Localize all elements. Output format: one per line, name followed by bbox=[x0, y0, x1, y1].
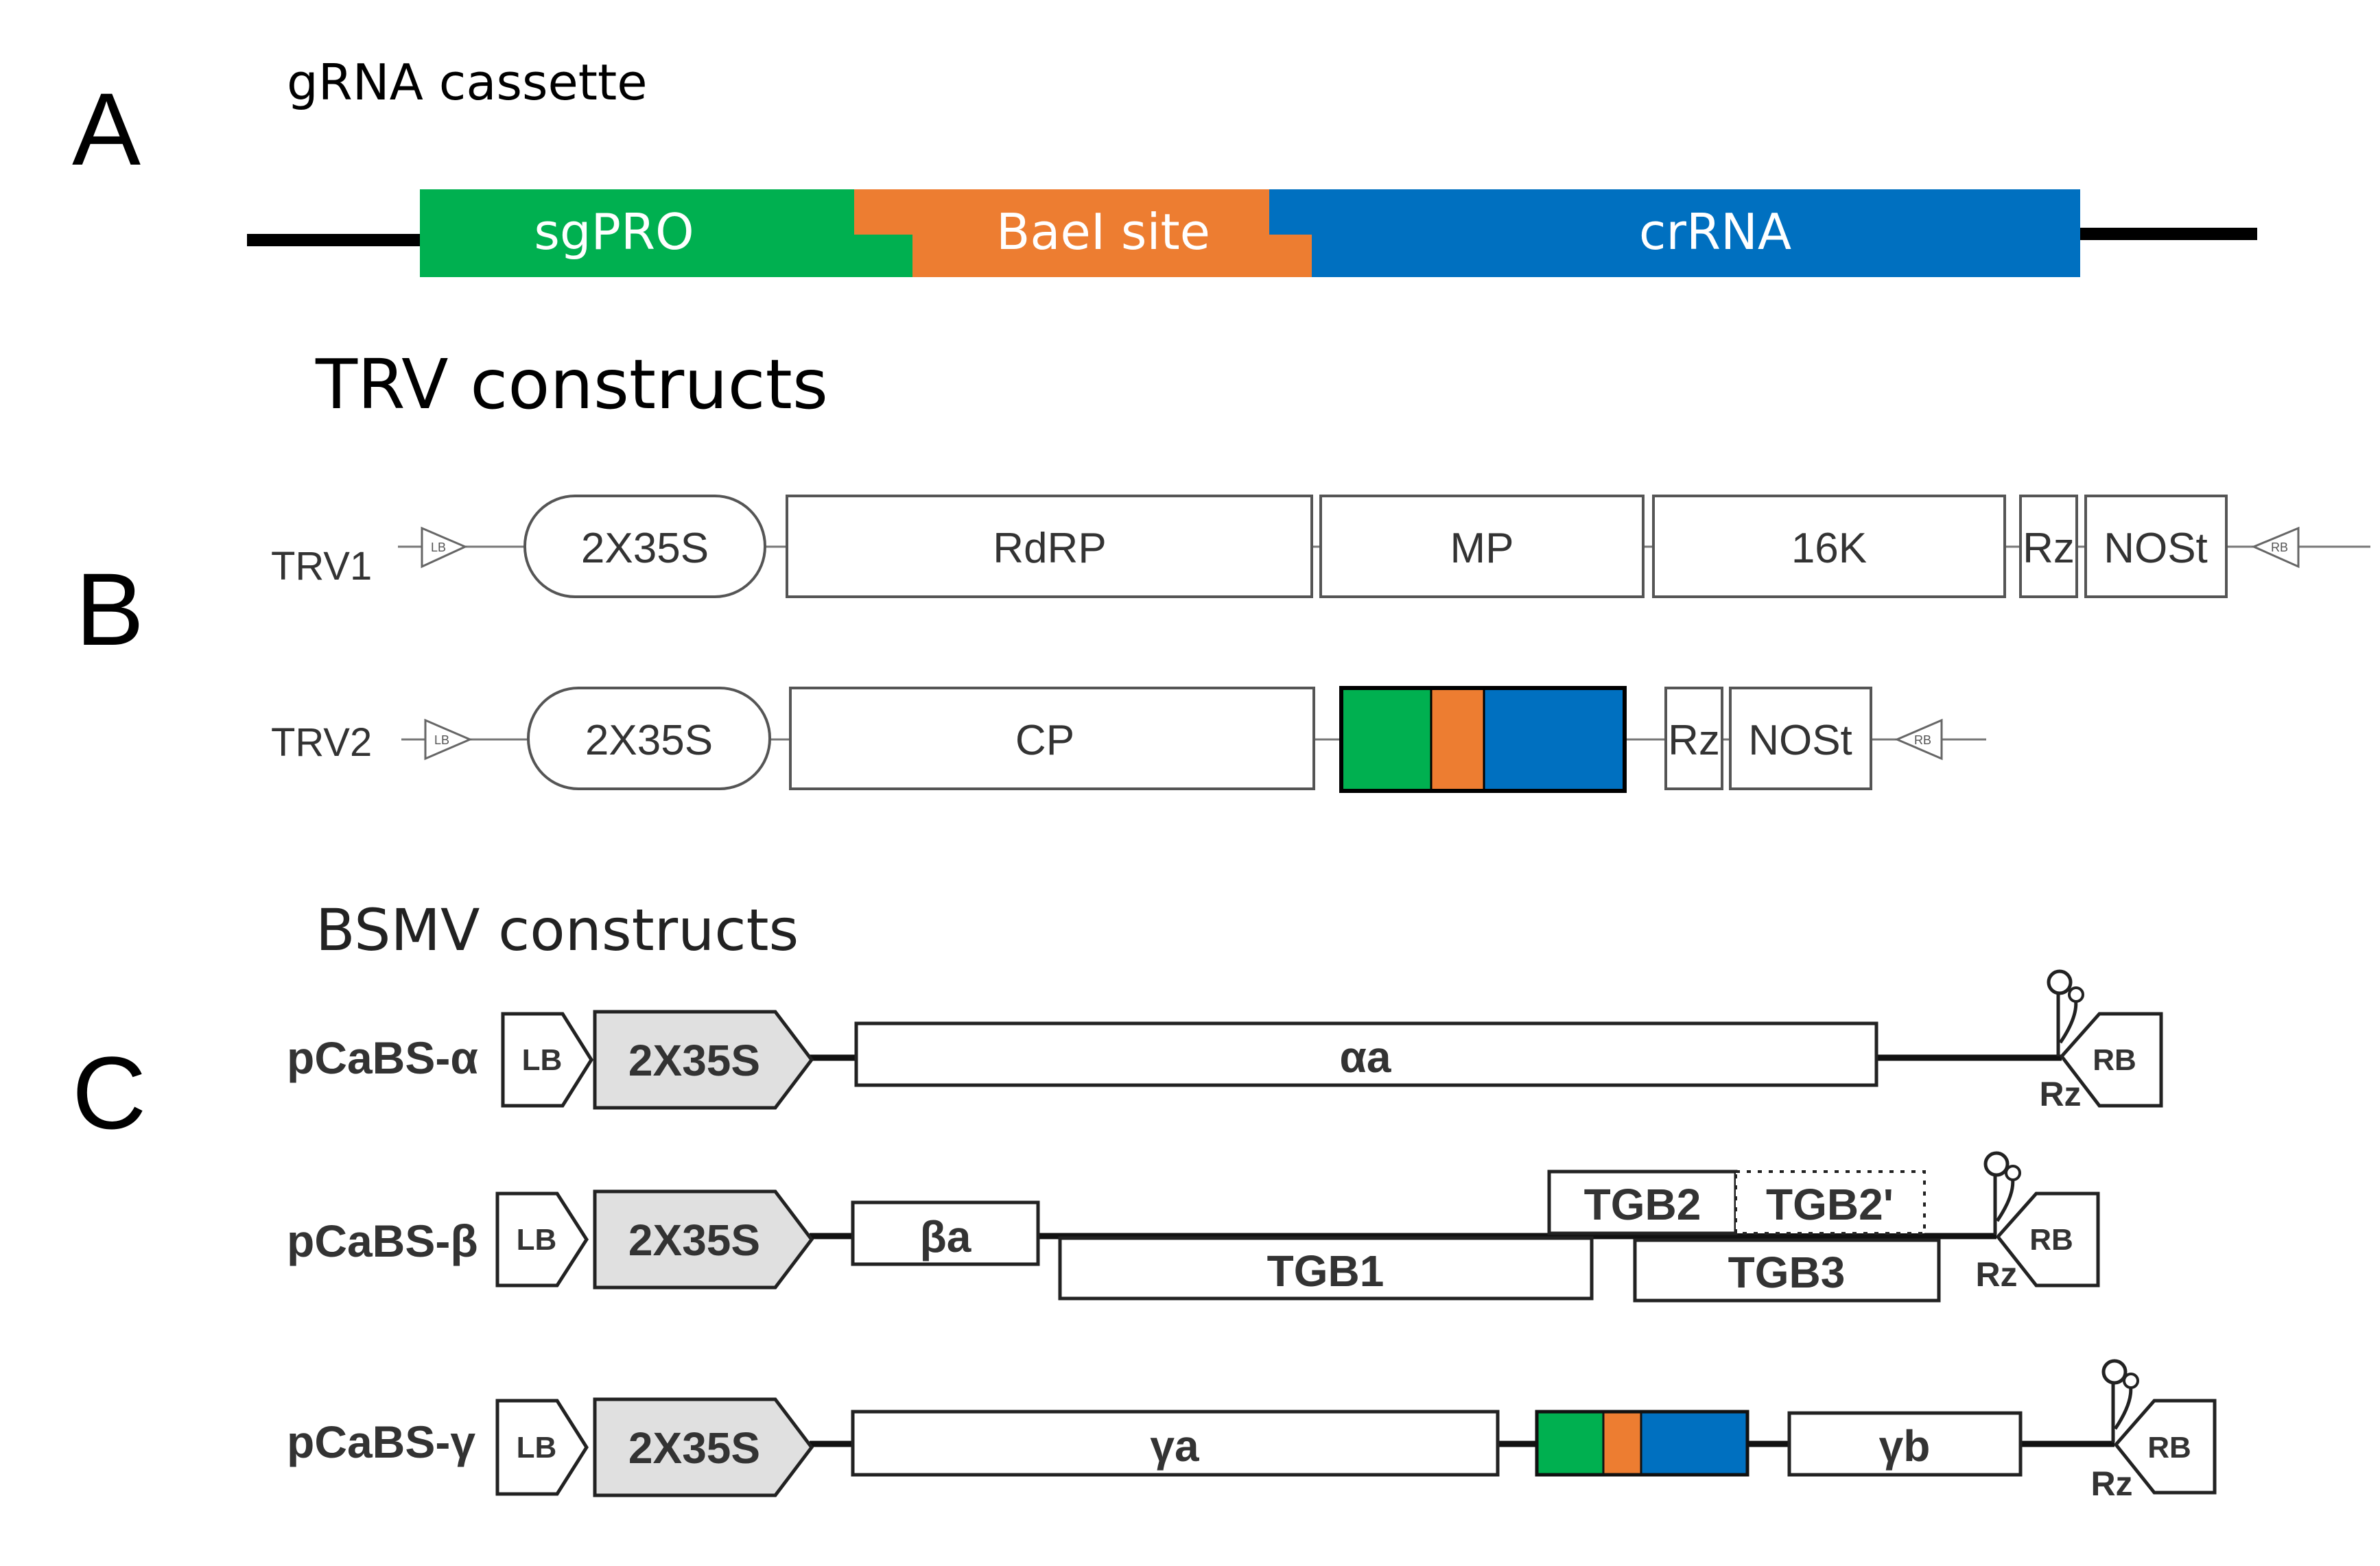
beta-rb-box bbox=[1995, 1191, 2100, 1288]
grna-cassette-diagram: sgPRO BaeI site crRNA bbox=[247, 189, 2257, 277]
gamma-rb-box bbox=[2113, 1399, 2217, 1495]
trv2-promoter-label: 2X35S bbox=[585, 717, 713, 764]
gamma-promoter-box bbox=[593, 1397, 814, 1497]
trv1-rz-box bbox=[2019, 495, 2078, 598]
beta-lb-label: LB bbox=[517, 1223, 557, 1257]
trv1-mp-box bbox=[1319, 495, 1645, 598]
gamma-yb-label: γb bbox=[1879, 1421, 1931, 1471]
hairpin-ribozyme-icon bbox=[2101, 1359, 2139, 1443]
panel-letter-a: A bbox=[72, 71, 141, 187]
gamma-crrna-block bbox=[1641, 1412, 1747, 1475]
alpha-lb-box bbox=[501, 1012, 593, 1108]
bael-site-segment bbox=[854, 189, 1312, 277]
crrna-segment bbox=[1269, 189, 2080, 277]
alpha-aa-label: αa bbox=[1340, 1032, 1391, 1082]
alpha-rb-label: RB bbox=[2093, 1043, 2136, 1077]
rb-arrow-icon: RB bbox=[1894, 718, 1943, 761]
alpha-lb-label: LB bbox=[522, 1043, 563, 1077]
beta-tgb1-label: TGB1 bbox=[1267, 1246, 1385, 1296]
trv1-lb-label: LB bbox=[431, 541, 446, 554]
beta-tgb1-box bbox=[1058, 1236, 1594, 1301]
trv1-promoter-label: 2X35S bbox=[581, 525, 709, 572]
beta-tgb2-label: TGB2 bbox=[1584, 1180, 1701, 1229]
gamma-bael-block bbox=[1603, 1412, 1641, 1475]
trv1-16k-box bbox=[1652, 495, 2006, 598]
gamma-rb-label: RB bbox=[2147, 1431, 2191, 1464]
trv2-grna-cassette-insert bbox=[1339, 686, 1627, 793]
gamma-grna-cassette-insert bbox=[1535, 1410, 1749, 1477]
trv1-rb-label: RB bbox=[2271, 541, 2288, 554]
trv2-lb-label: LB bbox=[434, 733, 449, 747]
trv1-name: TRV1 bbox=[271, 544, 372, 589]
bael-site-label: BaeI site bbox=[996, 203, 1210, 261]
hairpin-ribozyme-icon bbox=[1983, 1151, 2021, 1235]
pcabs-gamma-name: pCaBS-γ bbox=[287, 1416, 475, 1467]
gamma-ya-label: γa bbox=[1150, 1421, 1199, 1471]
trv2-rb-label: RB bbox=[1914, 733, 1931, 747]
trv-constructs-heading: TRV constructs bbox=[315, 344, 828, 425]
trv2-bael-block bbox=[1431, 688, 1484, 791]
trv1-promoter bbox=[523, 495, 766, 598]
beta-promoter-label: 2X35S bbox=[628, 1215, 760, 1265]
trv1-rz-label: Rz bbox=[2023, 525, 2075, 572]
sgpro-label: sgPRO bbox=[534, 203, 694, 261]
trv1-16k-label: 16K bbox=[1791, 525, 1867, 572]
gamma-lb-box bbox=[495, 1399, 589, 1496]
gamma-lb-label: LB bbox=[517, 1431, 557, 1464]
alpha-rb-box bbox=[2059, 1012, 2163, 1108]
lb-arrow-icon: LB bbox=[421, 526, 468, 569]
beta-rz-label: Rz bbox=[1975, 1255, 2017, 1294]
pcabs-alpha-name: pCaBS-α bbox=[287, 1032, 478, 1083]
gamma-rz-label: Rz bbox=[2090, 1464, 2132, 1503]
trv1-rdrp-box bbox=[786, 495, 1313, 598]
trv2-rz-box bbox=[1664, 687, 1723, 790]
gamma-promoter-label: 2X35S bbox=[628, 1423, 760, 1473]
alpha-aa-box bbox=[854, 1021, 1878, 1087]
trv2-nost-box bbox=[1729, 687, 1872, 790]
beta-tgb2-prime-label: TGB2' bbox=[1766, 1180, 1894, 1229]
beta-ba-label: βa bbox=[920, 1212, 971, 1261]
pcabs-beta-name: pCaBS-β bbox=[287, 1215, 478, 1266]
trv1-nost-box bbox=[2084, 495, 2228, 598]
trv2-rz-label: Rz bbox=[1668, 717, 1720, 764]
gamma-ya-box bbox=[851, 1410, 1500, 1477]
gRNA-cassette-heading: gRNA cassette bbox=[287, 54, 648, 111]
alpha-promoter-label: 2X35S bbox=[628, 1036, 760, 1085]
panel-letter-c: C bbox=[72, 1035, 146, 1150]
pcabs-beta-construct: pCaBS-β LB 2X35S βa TGB1 TGB2 TGB2' TGB3… bbox=[287, 1151, 2100, 1303]
beta-promoter-box bbox=[593, 1189, 814, 1290]
trv2-cp-box bbox=[789, 687, 1315, 790]
trv2-name: TRV2 bbox=[271, 720, 372, 765]
trv2-sgpro-block bbox=[1341, 688, 1431, 791]
pcabs-gamma-construct: pCaBS-γ LB 2X35S γa γb RB Rz bbox=[287, 1359, 2217, 1503]
beta-tgb3-box bbox=[1633, 1238, 1941, 1303]
gamma-sgpro-block bbox=[1537, 1412, 1603, 1475]
sgpro-segment bbox=[420, 189, 912, 277]
trv2-crrna-block bbox=[1484, 688, 1625, 791]
lb-arrow-icon: LB bbox=[424, 718, 473, 761]
trv2-promoter bbox=[527, 687, 771, 790]
rb-arrow-icon: RB bbox=[2251, 526, 2300, 569]
trv2-nost-label: NOSt bbox=[1748, 717, 1852, 764]
beta-ba-box bbox=[851, 1200, 1040, 1266]
trv1-mp-label: MP bbox=[1450, 525, 1514, 572]
beta-rb-label: RB bbox=[2029, 1223, 2073, 1257]
trv2-construct: TRV2 LB 2X35S CP Rz NOSt RB bbox=[271, 686, 1986, 793]
gamma-yb-box bbox=[1787, 1411, 2023, 1477]
alpha-promoter-box bbox=[593, 1010, 814, 1110]
trv2-cp-label: CP bbox=[1015, 717, 1074, 764]
beta-tgb3-label: TGB3 bbox=[1728, 1248, 1846, 1297]
trv1-rdrp-label: RdRP bbox=[993, 525, 1106, 572]
trv1-construct: TRV1 LB 2X35S RdRP MP 16K Rz NOSt RB bbox=[271, 495, 2370, 598]
bsmv-constructs-heading: BSMV constructs bbox=[316, 897, 799, 964]
hairpin-ribozyme-icon bbox=[2047, 969, 2084, 1056]
crrna-label: crRNA bbox=[1639, 203, 1791, 261]
beta-tgb2-prime-box bbox=[1734, 1170, 1926, 1235]
pcabs-alpha-construct: pCaBS-α LB 2X35S αa RB Rz bbox=[287, 969, 2163, 1113]
panel-letter-b: B bbox=[75, 551, 144, 667]
beta-lb-box bbox=[495, 1191, 589, 1288]
trv1-nost-label: NOSt bbox=[2104, 525, 2208, 572]
alpha-rz-label: Rz bbox=[2039, 1075, 2081, 1113]
